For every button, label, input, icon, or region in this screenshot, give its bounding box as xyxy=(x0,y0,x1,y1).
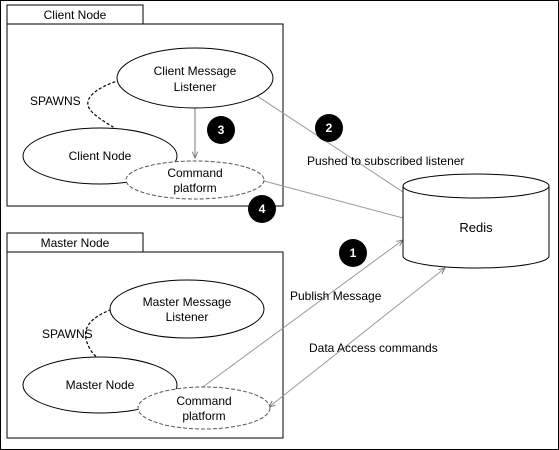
master-command-line-2: platform xyxy=(182,409,225,423)
data-access-arrow xyxy=(269,268,445,407)
client-node-label: Client Node xyxy=(69,149,132,163)
client-spawns-label: SPAWNS xyxy=(30,94,81,108)
svg-text:4: 4 xyxy=(259,202,266,216)
master-command-line-1: Command xyxy=(176,394,231,408)
redis-label: Redis xyxy=(459,220,493,235)
client-node-box xyxy=(6,23,284,207)
master-node-tab-label: Master Node xyxy=(41,236,110,250)
client-command-line-2: platform xyxy=(173,181,216,195)
data-access-edge-label: Data Access commands xyxy=(309,341,438,355)
redis-to-client-listener-arrow xyxy=(251,92,404,193)
client-listener-line-1: Client Message xyxy=(154,64,237,78)
client-node-group: Client Node xyxy=(6,4,284,207)
svg-text:2: 2 xyxy=(326,121,333,135)
pushed-edge-label: Pushed to subscribed listener xyxy=(307,154,464,168)
svg-text:3: 3 xyxy=(218,123,225,137)
step-badge-3: 3 xyxy=(207,116,235,144)
client-command-platform: Command platform xyxy=(125,160,265,200)
master-listener-line-1: Master Message xyxy=(143,295,232,309)
step-badge-2: 2 xyxy=(315,114,343,142)
redis-database: Redis xyxy=(402,173,550,269)
step-badge-1: 1 xyxy=(339,239,367,267)
step-badge-4: 4 xyxy=(248,195,276,223)
master-spawns-label: SPAWNS xyxy=(42,327,93,341)
client-node-tab-label: Client Node xyxy=(44,8,107,22)
master-command-platform: Command platform xyxy=(137,386,271,430)
client-message-listener: Client Message Listener xyxy=(116,47,274,109)
master-node: Master Node xyxy=(22,356,178,414)
master-node-group: Master Node xyxy=(6,232,284,439)
master-node-label: Master Node xyxy=(66,378,135,392)
svg-text:1: 1 xyxy=(350,246,357,260)
master-listener-line-2: Listener xyxy=(166,310,209,324)
client-command-to-redis-line xyxy=(263,180,404,219)
client-command-line-1: Command xyxy=(167,166,222,180)
master-message-listener: Master Message Listener xyxy=(109,279,265,339)
publish-edge-label: Publish Message xyxy=(290,289,382,303)
client-spawns-link xyxy=(87,79,121,131)
client-listener-line-2: Listener xyxy=(174,80,217,94)
